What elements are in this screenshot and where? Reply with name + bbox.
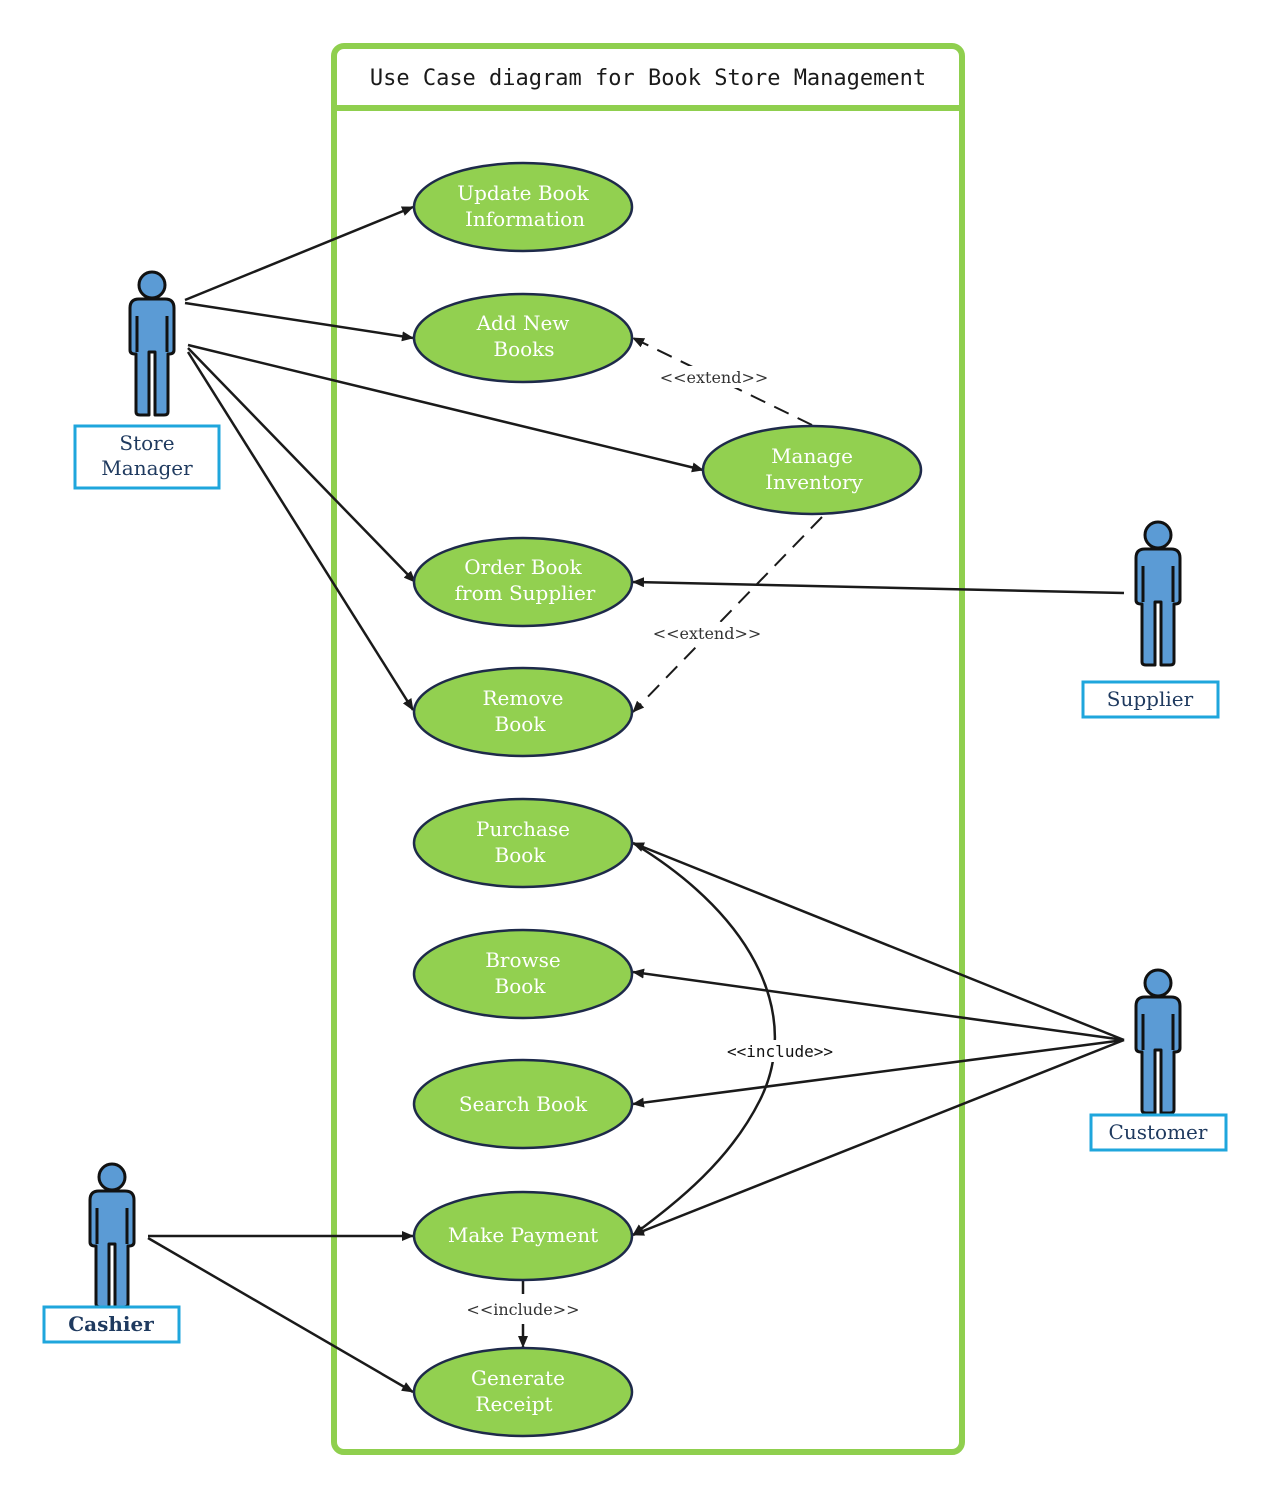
customer-associations bbox=[632, 841, 1125, 1237]
use-case-manage-inventory[interactable]: Manage Inventory bbox=[701, 424, 923, 516]
use-case-label: Search Book bbox=[459, 1092, 588, 1116]
include-curve-purchase-payment bbox=[632, 841, 777, 1237]
actor-label-store-manager-1: Store bbox=[119, 431, 174, 455]
actor-label-customer: Customer bbox=[1109, 1120, 1208, 1144]
use-case-label: Make Payment bbox=[448, 1223, 598, 1247]
use-case-label: Browse bbox=[485, 948, 561, 972]
person-icon bbox=[128, 270, 176, 417]
actor-label-box-cashier bbox=[42, 1305, 181, 1344]
person-icon bbox=[1134, 968, 1182, 1115]
use-case-search-book[interactable]: Search Book bbox=[412, 1058, 634, 1150]
use-case-label: Information bbox=[465, 207, 585, 231]
assoc-customer-browse bbox=[632, 968, 1125, 1042]
extend-label-1: <<extend>> bbox=[660, 368, 769, 387]
use-case-label: Order Book bbox=[464, 555, 582, 579]
use-case-label: Update Book bbox=[457, 181, 589, 205]
use-case-update-book[interactable]: Update Book Information bbox=[412, 161, 634, 253]
extend-label-bg-2 bbox=[652, 622, 762, 644]
actor-label-supplier: Supplier bbox=[1107, 687, 1194, 711]
use-case-label: Remove bbox=[482, 686, 563, 710]
actor-label-store-manager-2: Manager bbox=[101, 456, 193, 480]
use-case-label: Book bbox=[495, 974, 547, 998]
store-manager-associations bbox=[184, 205, 704, 711]
extend-line-remove bbox=[632, 516, 823, 713]
assoc-manager-order bbox=[187, 347, 416, 583]
use-case-label: Receipt bbox=[475, 1392, 552, 1416]
use-case-label: from Supplier bbox=[455, 581, 596, 605]
include-label-1: <<include>> bbox=[727, 1042, 833, 1061]
cashier-associations bbox=[147, 1231, 414, 1394]
extend-label-bg-1 bbox=[658, 366, 768, 388]
extend-label-2: <<extend>> bbox=[653, 624, 762, 643]
use-case-remove-book[interactable]: Remove Book bbox=[412, 666, 634, 758]
use-case-label: Inventory bbox=[765, 470, 863, 494]
include-label-bg-2 bbox=[466, 1298, 580, 1320]
use-case-label: Book bbox=[495, 843, 547, 867]
assoc-manager-inventory bbox=[187, 343, 704, 473]
person-icon bbox=[88, 1162, 136, 1309]
actor-label-box-supplier bbox=[1081, 680, 1220, 719]
actor-label-box-customer bbox=[1089, 1113, 1228, 1152]
use-case-browse-book[interactable]: Browse Book bbox=[412, 928, 634, 1020]
use-case-label: Manage bbox=[771, 444, 853, 468]
use-case-label: Book bbox=[495, 712, 547, 736]
actor-store-manager[interactable] bbox=[128, 270, 176, 417]
use-case-label: Generate bbox=[471, 1366, 565, 1390]
include-label-bg-1 bbox=[724, 1040, 838, 1062]
person-icon bbox=[1134, 520, 1182, 667]
assoc-cashier-receipt bbox=[147, 1236, 414, 1394]
system-boundary bbox=[331, 43, 965, 1455]
use-case-purchase-book[interactable]: Purchase Book bbox=[412, 797, 634, 889]
actor-supplier[interactable] bbox=[1134, 520, 1182, 667]
assoc-manager-remove bbox=[186, 351, 415, 711]
use-case-label: Books bbox=[493, 337, 554, 361]
assoc-customer-payment bbox=[632, 1038, 1125, 1237]
assoc-customer-search bbox=[632, 1038, 1125, 1108]
assoc-manager-add bbox=[184, 301, 414, 342]
actor-label-cashier: Cashier bbox=[68, 1312, 154, 1336]
actor-label-box-store-manager bbox=[73, 424, 221, 490]
use-case-add-new-books[interactable]: Add New Books bbox=[412, 292, 634, 384]
actor-customer[interactable] bbox=[1134, 968, 1182, 1115]
use-case-generate-receipt[interactable]: Generate Receipt bbox=[412, 1346, 634, 1438]
use-case-label: Purchase bbox=[476, 817, 570, 841]
assoc-manager-update bbox=[184, 205, 414, 302]
assoc-customer-purchase bbox=[632, 841, 1125, 1042]
extend-line-add bbox=[632, 337, 813, 426]
assoc-supplier-order bbox=[632, 577, 1125, 595]
extend-relations bbox=[632, 337, 823, 713]
use-case-label: Add New bbox=[476, 311, 570, 335]
include-label-2: <<include>> bbox=[466, 1300, 579, 1319]
actor-cashier[interactable] bbox=[88, 1162, 136, 1309]
diagram-title: Use Case diagram for Book Store Manageme… bbox=[370, 66, 926, 91]
use-case-make-payment[interactable]: Make Payment bbox=[412, 1190, 634, 1282]
use-case-order-book[interactable]: Order Book from Supplier bbox=[412, 536, 634, 628]
